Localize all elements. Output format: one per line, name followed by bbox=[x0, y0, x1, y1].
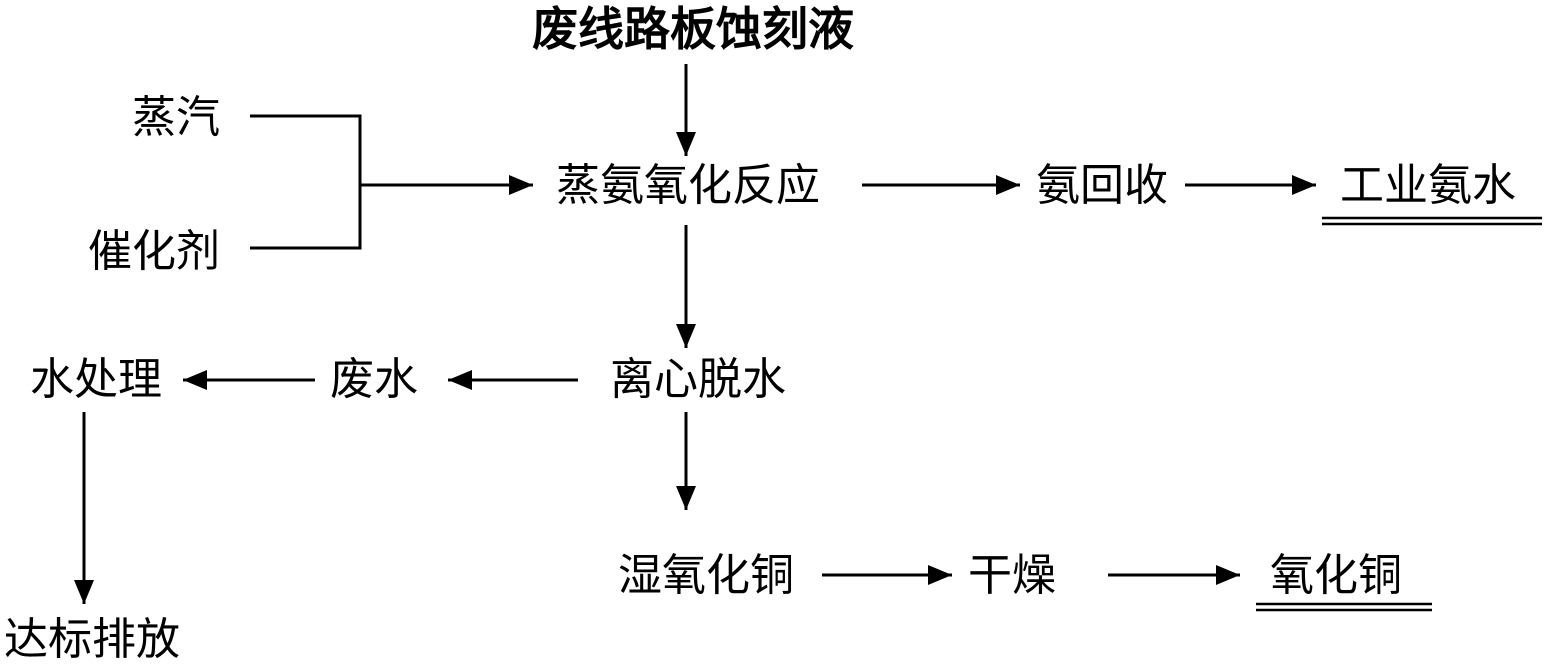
steam-label: 蒸汽 bbox=[132, 92, 220, 143]
discharge-label: 达标排放 bbox=[4, 614, 180, 665]
catalyst-connector bbox=[250, 182, 362, 250]
centrifuge-label: 离心脱水 bbox=[610, 354, 786, 405]
ammonia-recovery-label: 氨回收 bbox=[1036, 160, 1168, 211]
industrial-ammonia-label: 工业氨水 bbox=[1340, 160, 1516, 211]
wastewater-label: 废水 bbox=[330, 354, 418, 405]
drying-label: 干燥 bbox=[968, 550, 1056, 601]
reaction-label: 蒸氨氧化反应 bbox=[556, 160, 820, 211]
feed-label: 废线路板蚀刻液 bbox=[532, 2, 854, 56]
water-treatment-label: 水处理 bbox=[30, 354, 162, 405]
catalyst-label: 催化剂 bbox=[88, 226, 220, 277]
copper-oxide-label: 氧化铜 bbox=[1270, 550, 1402, 601]
steam-connector bbox=[250, 114, 362, 182]
wet-copper-oxide-label: 湿氧化铜 bbox=[618, 550, 794, 601]
